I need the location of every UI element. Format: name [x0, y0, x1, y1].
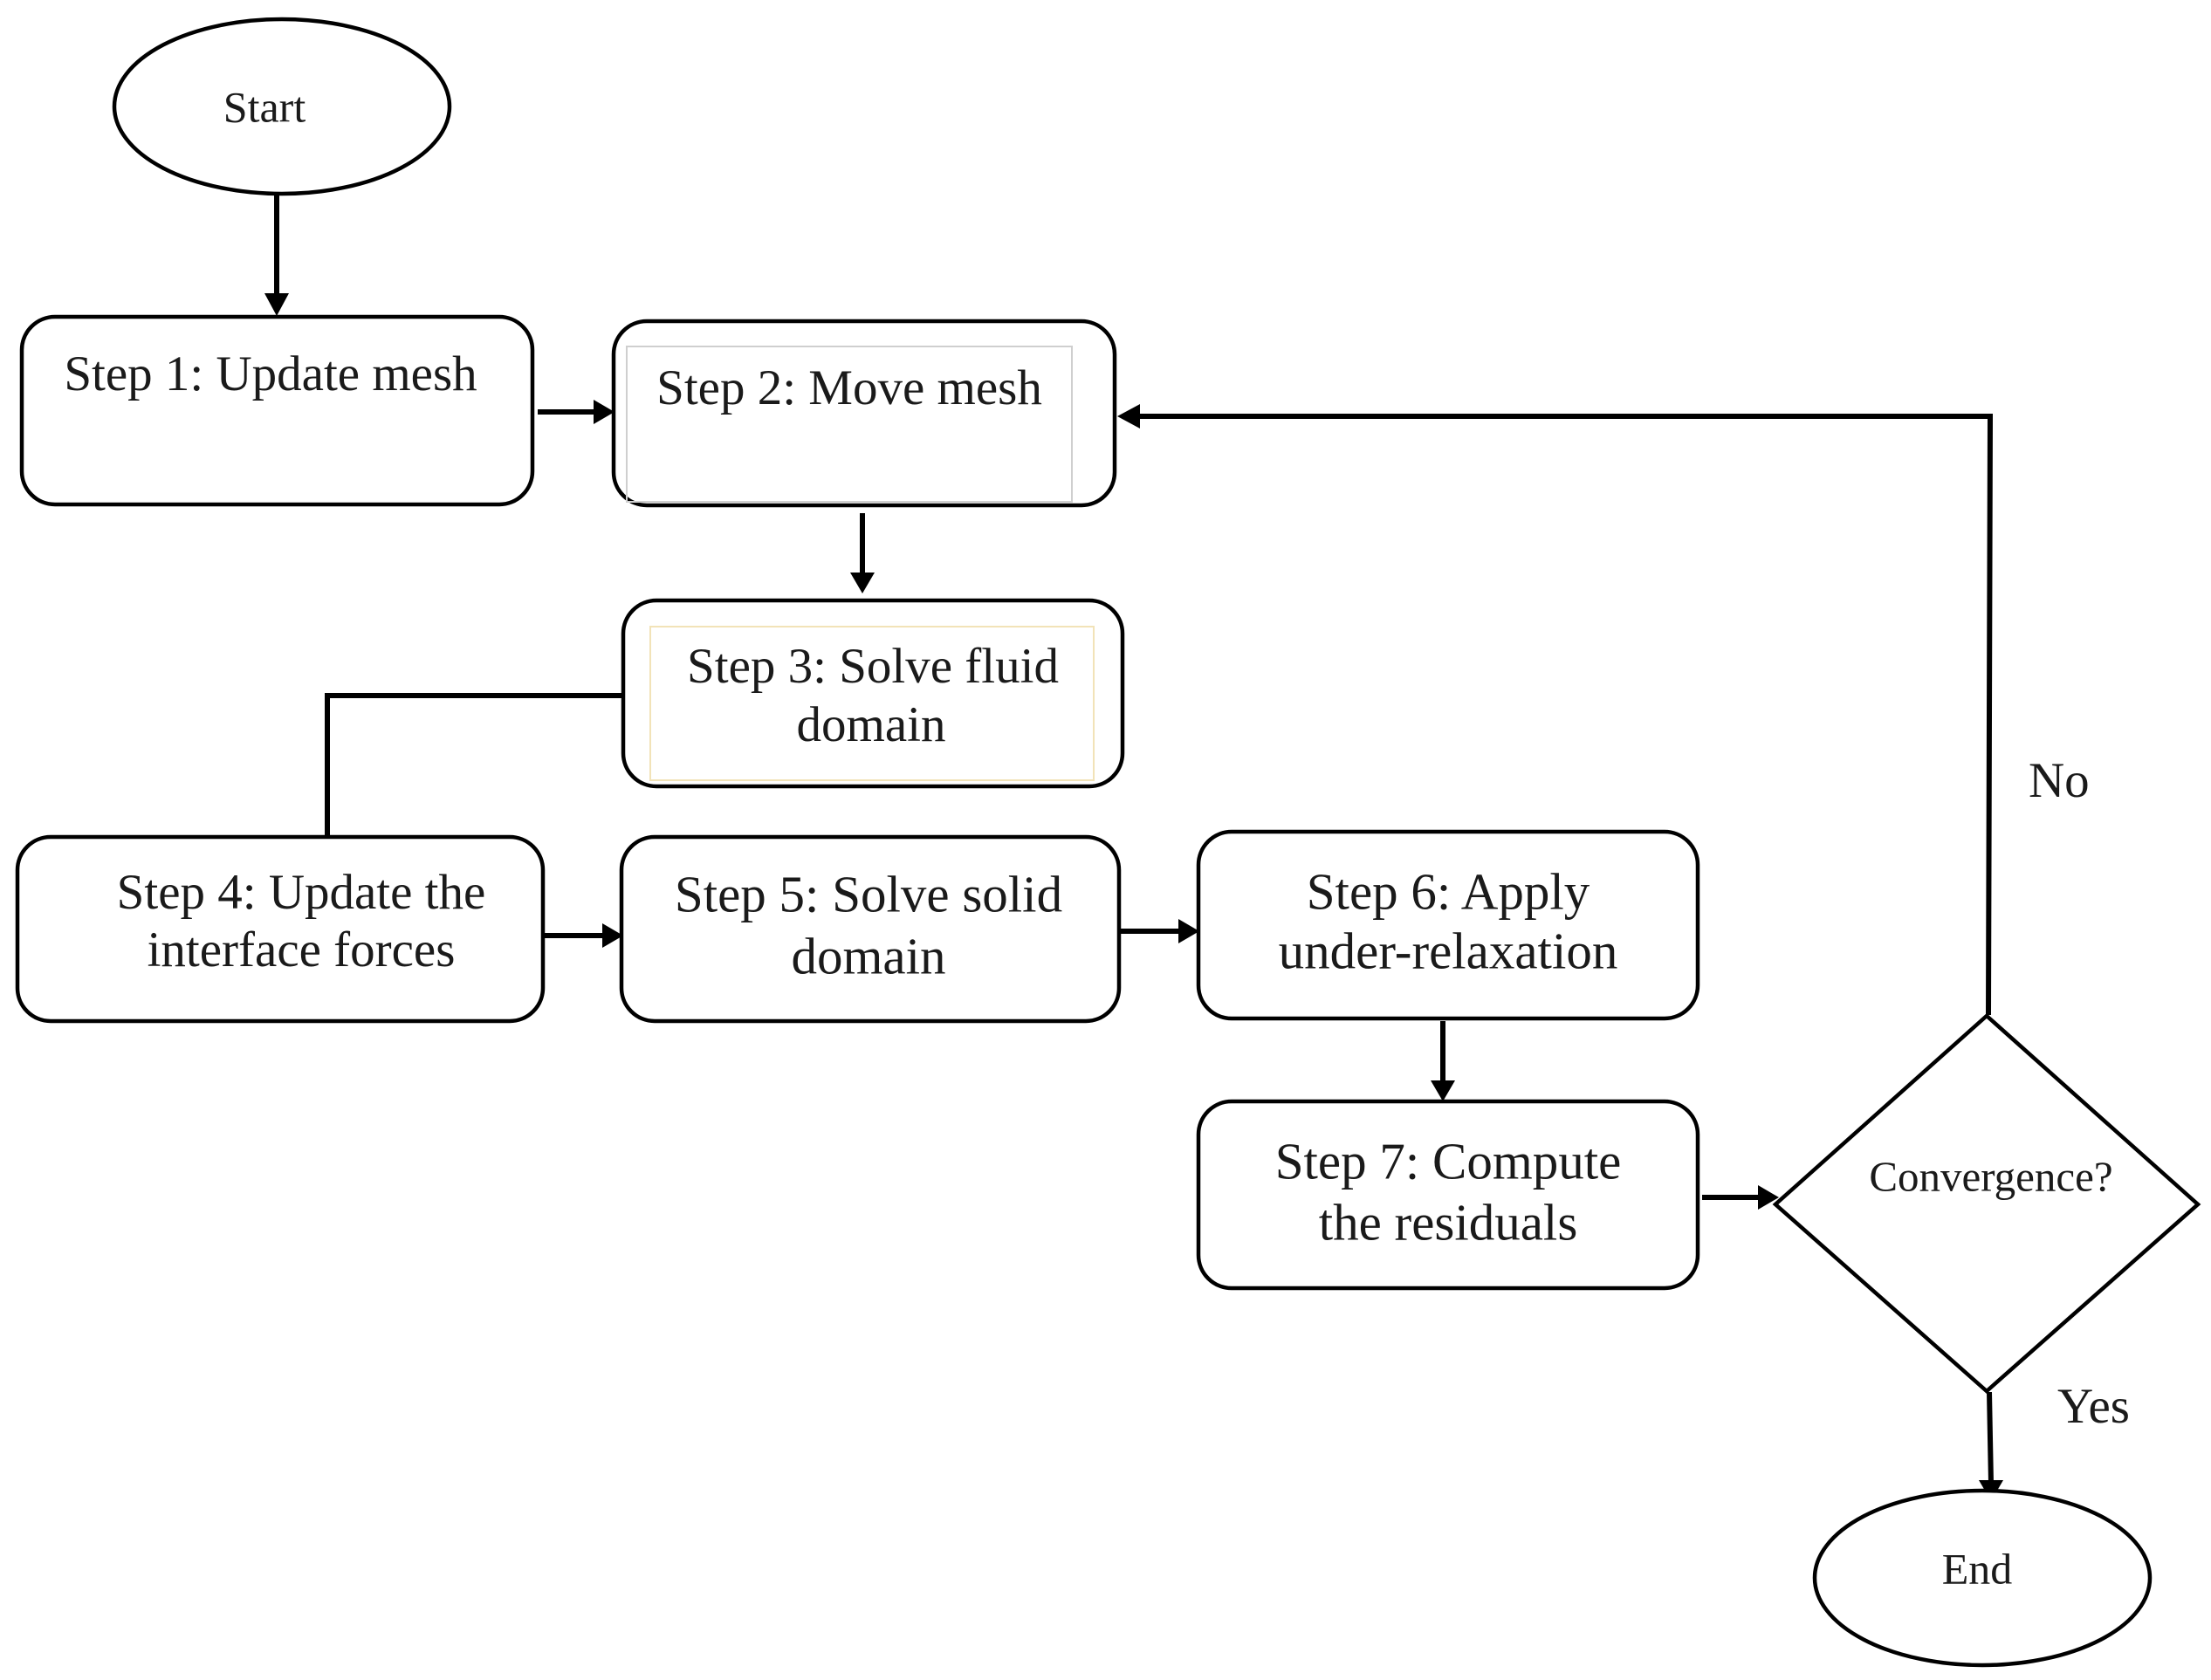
step7-node: Step 7: Compute the residuals: [1196, 1099, 1700, 1291]
step6-label-line2: under-relaxation: [1279, 922, 1618, 980]
end-node: End: [1812, 1488, 2153, 1668]
step7-label-line2: the residuals: [1319, 1194, 1578, 1251]
end-ellipse: [1812, 1488, 2153, 1668]
step1-label: Step 1: Update mesh: [64, 346, 477, 401]
step4-box: [15, 834, 546, 1024]
start-label: Start: [223, 82, 306, 131]
connectors: [264, 194, 2003, 1501]
no-branch-label: No: [2029, 753, 2090, 808]
step5-box: [619, 834, 1122, 1024]
step4-label-line1: Step 4: Update the: [117, 865, 486, 920]
arrowhead-decision: [1758, 1185, 1779, 1210]
step2-node: Step 2: Move mesh: [611, 319, 1117, 508]
step3-label-line2: domain: [797, 697, 946, 752]
decision-node: Convergence?: [1772, 1012, 2201, 1395]
arrow-step3-to-step4: [325, 693, 623, 868]
step5-label-line2: domain: [792, 928, 946, 985]
step4-label-line2: interface forces: [148, 922, 456, 977]
step2-inner-frame: [626, 346, 1073, 503]
arrowhead-step7: [1431, 1080, 1455, 1101]
arrowhead-step5: [602, 923, 623, 948]
arrow-no-loop-to-step2: [1136, 414, 1994, 1016]
step1-node: Step 1: Update mesh: [19, 314, 535, 507]
end-label: End: [1942, 1544, 2013, 1593]
yes-branch-label: Yes: [2057, 1379, 2130, 1434]
step3-node: Step 3: Solve fluid domain: [621, 598, 1125, 789]
decision-label: Convergence?: [1869, 1152, 2112, 1200]
arrowhead-step6: [1178, 919, 1199, 943]
arrowhead-step2-left: [594, 400, 615, 424]
step5-node: Step 5: Solve solid domain: [619, 834, 1122, 1024]
arrow-yes-to-end: [1987, 1391, 1994, 1485]
step3-box: [621, 598, 1125, 789]
step7-box: [1196, 1099, 1700, 1291]
step3-label-line1: Step 3: Solve fluid: [687, 639, 1059, 694]
step5-label-line1: Step 5: Solve solid: [675, 866, 1062, 923]
arrowhead-step1: [264, 293, 289, 316]
arrowhead-step3: [850, 573, 875, 593]
step6-node: Step 6: Apply under-relaxation: [1196, 829, 1700, 1021]
step2-box: [611, 319, 1117, 508]
start-ellipse: [112, 17, 452, 196]
step4-node: Step 4: Update the interface forces: [15, 834, 546, 1024]
step7-label-line1: Step 7: Compute: [1275, 1133, 1622, 1190]
step2-label: Step 2: Move mesh: [656, 360, 1042, 415]
step3-inner-frame: [649, 626, 1095, 781]
step6-label-line1: Step 6: Apply: [1307, 863, 1590, 921]
arrowhead-step2-right: [1117, 404, 1140, 429]
start-node: Start: [112, 17, 452, 196]
step6-box: [1196, 829, 1700, 1021]
decision-diamond: [1772, 1012, 2201, 1395]
step1-box: [19, 314, 535, 507]
